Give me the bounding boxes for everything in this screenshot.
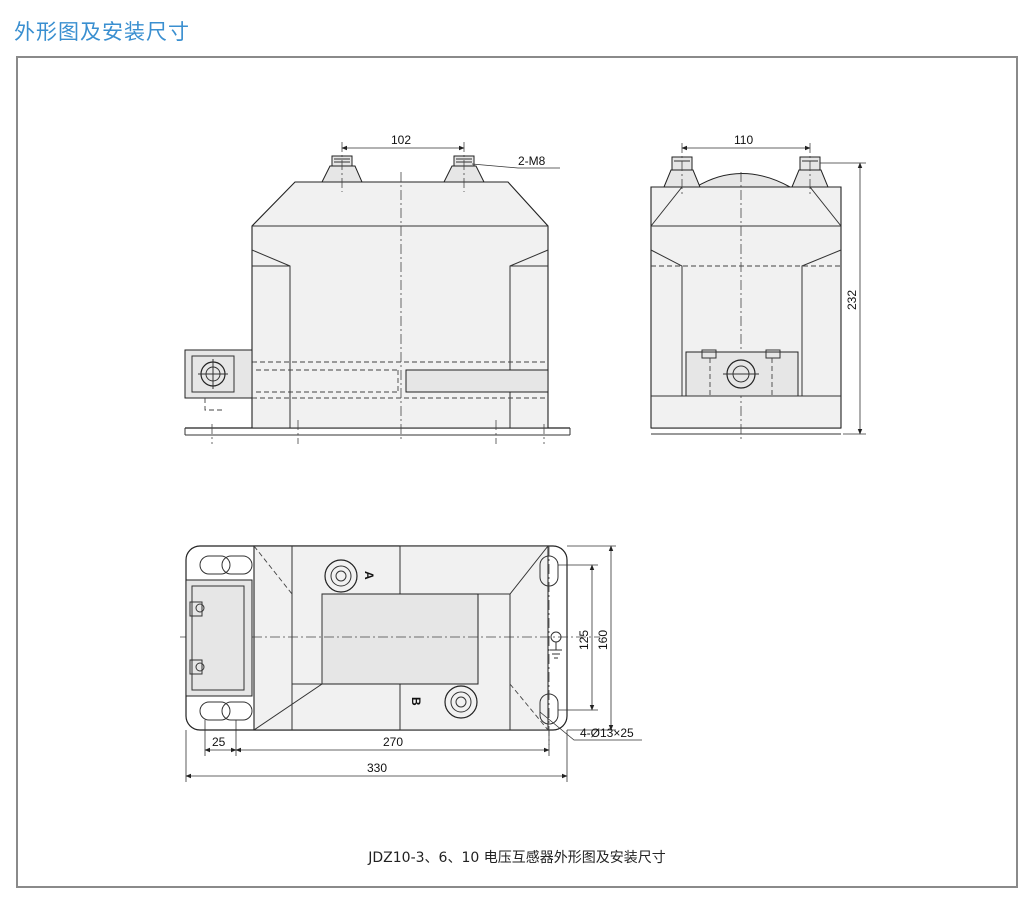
top-hole-label: 4-Ø13×25 <box>580 726 634 740</box>
side-terminal-post-left <box>663 143 701 196</box>
top-terminal-a-inner <box>335 570 347 582</box>
top-slot-left-top-a <box>199 555 231 575</box>
top-slot-left-bottom-a <box>199 701 231 721</box>
front-dim-102-text: 102 <box>391 133 411 147</box>
top-hidden-diag-1 <box>253 545 293 595</box>
top-terminal-b-inner <box>455 696 467 708</box>
top-dim-125-text: 125 <box>577 630 591 650</box>
side-dome <box>694 173 791 188</box>
top-terminal-a-label: A <box>362 571 376 580</box>
top-secondary-box <box>185 579 253 697</box>
front-window-right <box>405 369 549 393</box>
side-dim-232-text: 232 <box>845 290 859 310</box>
side-terminal-tab-2 <box>765 349 781 359</box>
page-title: 外形图及安装尺寸 <box>14 20 190 44</box>
top-dim-330-text: 330 <box>367 761 387 775</box>
top-secondary-nut-1 <box>195 603 205 613</box>
side-leg-right <box>801 249 842 396</box>
top-secondary-screw-1 <box>189 601 203 617</box>
top-terminal-a-mid <box>330 565 352 587</box>
side-leg-left <box>650 249 683 396</box>
front-terminal-post-b <box>443 142 485 192</box>
top-terminal-b-mid <box>450 691 472 713</box>
top-view: A B 125 160 <box>180 545 642 782</box>
top-dim-25-text: 25 <box>212 735 226 749</box>
top-hole-leader <box>539 711 642 741</box>
top-core-window <box>321 593 479 685</box>
front-thread-label: 2-M8 <box>518 154 546 168</box>
top-dim-160-text: 160 <box>596 630 610 650</box>
top-hidden-diag-2 <box>509 683 549 731</box>
top-secondary-nut-2 <box>195 662 205 672</box>
top-secondary-screw-2 <box>189 659 203 675</box>
side-dim-110-text: 110 <box>734 133 753 147</box>
side-view: 110 232 <box>650 133 866 440</box>
side-shoulder-right <box>809 186 842 227</box>
top-slot-left-top-b <box>221 555 253 575</box>
drawing-caption: JDZ10-3、6、10 电压互感器外形图及安装尺寸 <box>367 849 665 866</box>
top-dim-270-text: 270 <box>383 735 403 749</box>
top-terminal-b-label: B <box>409 697 423 706</box>
side-terminal-post-right <box>791 143 829 196</box>
front-thread-leader <box>471 163 560 169</box>
front-terminal-hidden <box>204 398 222 411</box>
top-slot-left-bottom-b <box>221 701 253 721</box>
front-view: 102 2-M8 <box>184 133 571 444</box>
drawing-frame <box>16 56 1018 888</box>
top-terminal-a-outer <box>324 559 358 593</box>
front-terminal-post-a <box>321 142 363 192</box>
side-shoulder-left <box>650 186 683 227</box>
side-terminal-tab-1 <box>701 349 717 359</box>
top-secondary-inner <box>191 585 245 691</box>
front-terminal-inner <box>191 355 235 393</box>
top-terminal-b-outer <box>444 685 478 719</box>
